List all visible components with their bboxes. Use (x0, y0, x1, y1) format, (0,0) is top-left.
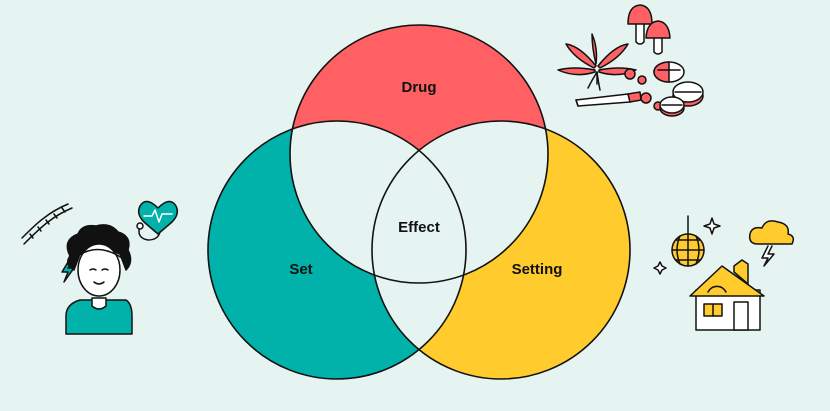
set-setting-overlap (372, 121, 466, 379)
heart-stethoscope-icon (136, 200, 179, 241)
house-icon (689, 259, 765, 331)
disco-ball-icon (671, 215, 705, 267)
dna-icon (21, 203, 73, 245)
set-illustrations (21, 200, 179, 335)
label-setting: Setting (512, 261, 563, 278)
drug-illustrations (557, 4, 704, 117)
pill-icon (640, 92, 652, 104)
pill-icon (672, 81, 704, 107)
label-set: Set (289, 261, 312, 278)
venn-diagram: Drug Set Setting Effect (207, 24, 631, 380)
storm-cloud-icon (748, 220, 795, 267)
set-outline (207, 120, 467, 380)
label-drug: Drug (402, 79, 437, 96)
sparkle-icon (653, 261, 667, 275)
sparkle-icon (703, 217, 721, 235)
pill-icon (637, 75, 647, 85)
joint-icon (575, 91, 642, 107)
pill-icon (659, 96, 685, 117)
cannabis-leaf-icon (557, 33, 637, 91)
person-icon (65, 224, 133, 335)
setting-outline (371, 120, 631, 380)
mushroom-icon (627, 4, 671, 55)
pill-icon (624, 68, 636, 80)
capsule-icon (653, 61, 685, 83)
label-effect: Effect (398, 219, 440, 236)
setting-illustrations (653, 215, 795, 331)
drug-outline (289, 24, 549, 284)
